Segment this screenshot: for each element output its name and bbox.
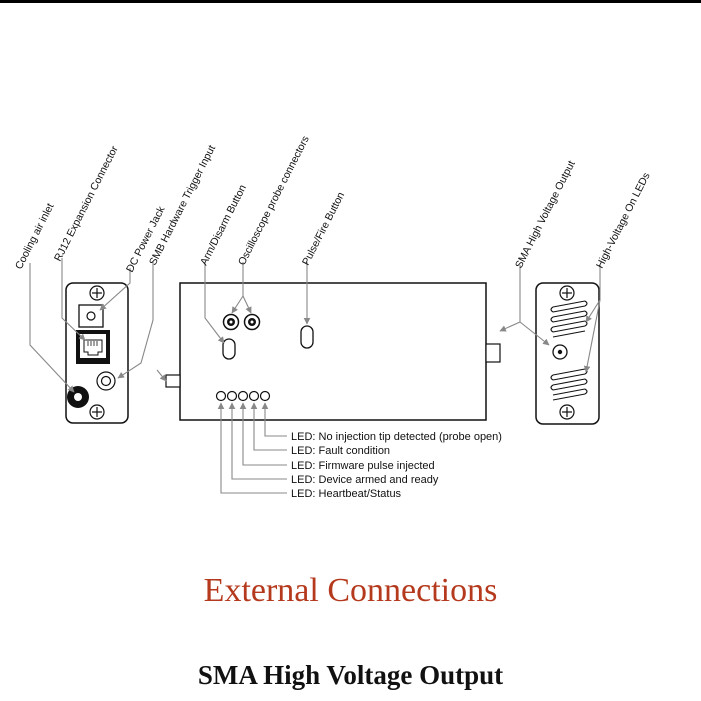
hv-led-vent-icon (550, 300, 588, 338)
subsection-title: SMA High Voltage Output (197, 660, 504, 690)
top-rule (0, 0, 701, 3)
connections-diagram: Cooling air inlet RJ12 Expansion Connect… (13, 134, 653, 500)
dc-power-jack-icon (78, 304, 104, 328)
leader-lines (29, 258, 601, 494)
rj12-connector-icon (76, 330, 110, 364)
led-label: LED: Firmware pulse injected (291, 460, 435, 472)
cooling-air-inlet-icon (67, 386, 89, 408)
pulse-fire-button (300, 325, 314, 349)
right-end-panel (535, 282, 600, 425)
left-end-panel (65, 282, 129, 424)
mounting-screw-icon (89, 285, 105, 301)
probe-connector-icon (222, 313, 240, 331)
label-cooling-air-inlet: Cooling air inlet (13, 201, 57, 271)
led-label: LED: Heartbeat/Status (291, 488, 402, 500)
label-pulse-fire-button: Pulse/Fire Button (300, 190, 347, 267)
probe-connector-icon (243, 313, 261, 331)
led-label: LED: No injection tip detected (probe op… (291, 431, 502, 443)
status-led-row (215, 390, 271, 402)
section-title: External Connections (203, 572, 498, 609)
mounting-screw-icon (559, 285, 575, 301)
sma-connector-icon (552, 344, 568, 360)
led-label: LED: Device armed and ready (291, 474, 439, 486)
arm-disarm-button (222, 338, 236, 360)
label-sma-high-voltage-output: SMA High Voltage Output (513, 159, 578, 271)
mounting-screw-icon (89, 404, 105, 420)
led-label: LED: Fault condition (291, 445, 390, 457)
device-body (165, 282, 501, 421)
label-rj12-expansion-connector: RJ12 Expansion Connector (52, 144, 121, 264)
label-oscilloscope-probe-connectors: Oscilloscope probe connectors (236, 134, 312, 267)
smb-connector-icon (96, 371, 116, 391)
label-high-voltage-on-leds: High-Voltage On LEDs (594, 171, 653, 271)
mounting-screw-icon (559, 404, 575, 420)
